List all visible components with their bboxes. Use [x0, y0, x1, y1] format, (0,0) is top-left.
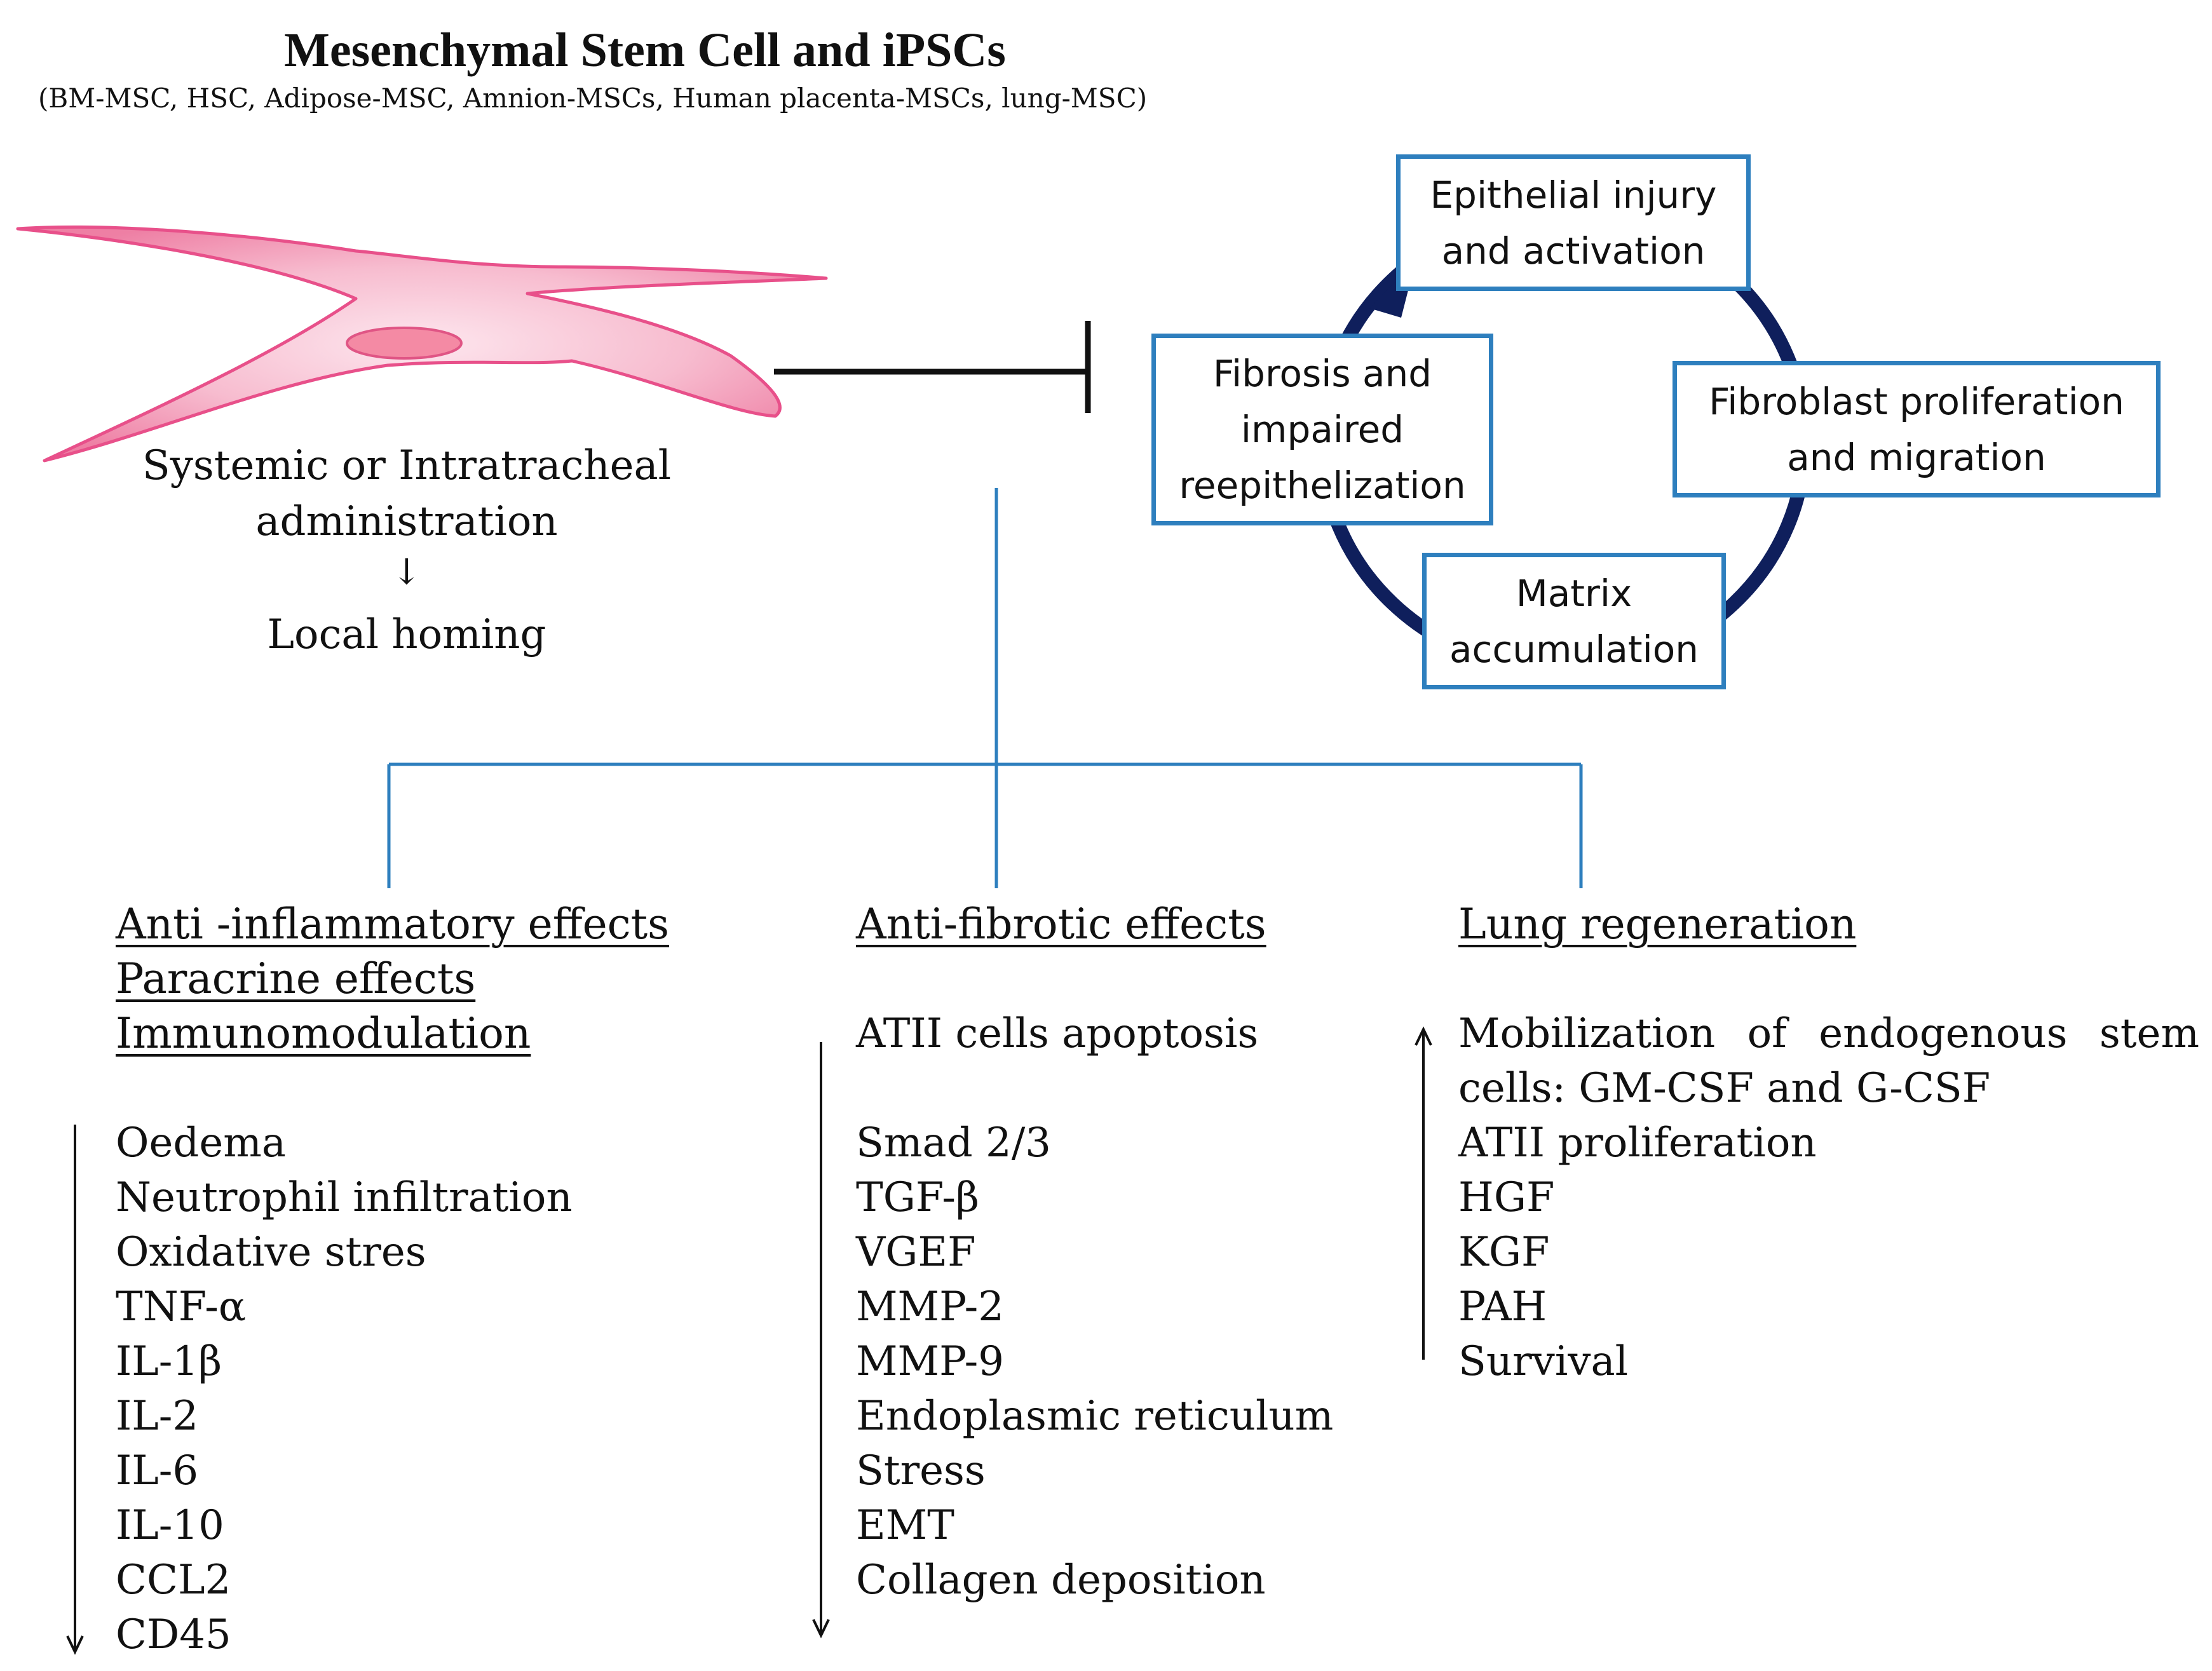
cycle-box-matrix-accumulation: Matrix accumulation [1422, 553, 1726, 689]
header-lung-regeneration: Lung regeneration [1458, 900, 1857, 949]
list-item: Neutrophil infiltration [116, 1174, 573, 1221]
list-item: Collagen deposition [856, 1557, 1266, 1604]
homing-arrow: ↓ [391, 551, 422, 593]
administration-route: Systemic or Intratracheal [142, 442, 672, 489]
list-item: VGEF [856, 1229, 976, 1276]
list-item: CD45 [116, 1611, 231, 1658]
list-item: TGF-β [856, 1174, 979, 1221]
header-anti-fibrotic: Anti-fibrotic effects [856, 900, 1266, 949]
diagram-title: Mesenchymal Stem Cell and iPSCs [284, 24, 1006, 77]
atii-apoptosis-item: ATII cells apoptosis [856, 1010, 1259, 1057]
cycle-box-fibrosis: Fibrosis and impaired reepithelization [1151, 334, 1493, 525]
decrease-arrow-left [66, 1125, 84, 1655]
list-item: Smad 2/3 [856, 1120, 1051, 1167]
list-item: CCL2 [116, 1557, 231, 1604]
decrease-arrow-middle [812, 1042, 830, 1639]
inhibition-symbol [774, 321, 1091, 413]
list-item: MMP-2 [856, 1283, 1004, 1330]
list-item: IL-1β [116, 1338, 222, 1385]
list-item: MMP-9 [856, 1338, 1004, 1385]
list-item: Mobilization of endogenous stem cells: G… [1458, 1010, 2199, 1112]
list-item: Oxidative stres [116, 1229, 426, 1276]
list-item: Survival [1458, 1338, 1629, 1385]
list-item: Oedema [116, 1120, 287, 1167]
cycle-box-epithelial-injury: Epithelial injury and activation [1396, 154, 1751, 291]
list-item: Endoplasmic reticulum [856, 1393, 1334, 1440]
effects-connector [387, 488, 1583, 888]
header-paracrine: Paracrine effects [116, 954, 476, 1003]
cell-types-subtitle: (BM-MSC, HSC, Adipose-MSC, Amnion-MSCs, … [38, 83, 1148, 114]
list-item: HGF [1458, 1174, 1555, 1221]
list-item: ATII proliferation [1458, 1120, 1817, 1167]
lung-regeneration-list: Mobilization of endogenous stem cells: G… [1458, 1006, 2199, 1389]
header-anti-inflammatory: Anti -inflammatory effects [116, 900, 670, 949]
list-item: EMT [856, 1502, 954, 1549]
list-item: PAH [1458, 1283, 1547, 1330]
list-item: Stress [856, 1447, 986, 1494]
local-homing-label: Local homing [267, 611, 546, 658]
cycle-box-fibroblast-proliferation: Fibroblast proliferation and migration [1673, 361, 2161, 497]
list-item: IL-10 [116, 1502, 224, 1549]
list-item: TNF-α [116, 1283, 247, 1330]
increase-arrow-right [1415, 1026, 1432, 1360]
list-item: KGF [1458, 1229, 1550, 1276]
administration-label: administration [255, 498, 558, 545]
cell-nucleus [346, 327, 463, 360]
list-item: IL-2 [116, 1393, 199, 1440]
list-item: IL-6 [116, 1447, 199, 1494]
header-immunomodulation: Immunomodulation [116, 1009, 531, 1058]
stem-cell-illustration [16, 225, 828, 463]
left-branch-headers: Anti -inflammatory effects Paracrine eff… [116, 897, 669, 1061]
